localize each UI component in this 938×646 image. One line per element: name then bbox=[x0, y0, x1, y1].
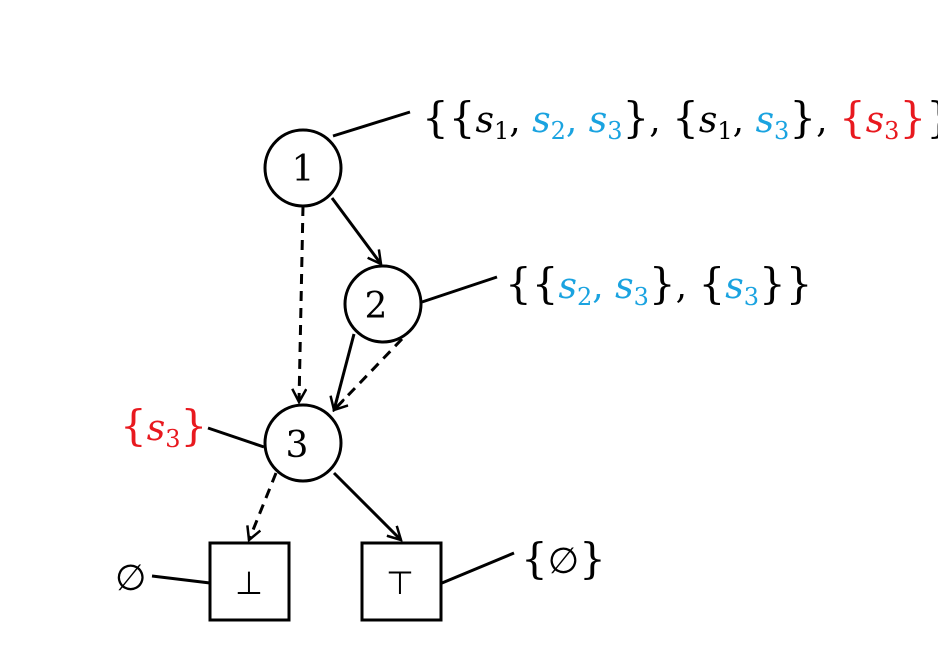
annotation-n2-token: } bbox=[759, 259, 786, 308]
annotation-n1-token: , bbox=[816, 100, 839, 141]
annotation-n2-token: s bbox=[615, 266, 633, 307]
annotation-bottom-token: ∅ bbox=[115, 558, 146, 599]
node-3-label: 3 bbox=[286, 425, 309, 466]
annotation-n1-token: } bbox=[789, 93, 816, 142]
annotation-node-3: {s3} bbox=[120, 401, 207, 453]
annotation-n2-token: } bbox=[649, 259, 676, 308]
terminal-top: ⊤ bbox=[360, 541, 443, 622]
node-3: 3 bbox=[263, 403, 343, 483]
annotation-top-token: ∅ bbox=[548, 541, 579, 582]
annotation-n2-token: , bbox=[676, 266, 699, 307]
annotation-n1-token: , bbox=[566, 100, 589, 141]
annotation-n1-token: 1 bbox=[494, 117, 509, 145]
annotation-n2-token: 2 bbox=[577, 283, 592, 311]
annotation-n1-token: } bbox=[899, 93, 926, 142]
edge-1-to-3-low bbox=[299, 205, 303, 402]
annotation-n3-token: { bbox=[120, 401, 147, 450]
annotation-n1-token: 1 bbox=[717, 117, 732, 145]
node-2: 2 bbox=[343, 264, 423, 344]
annotation-bottom: ∅ bbox=[115, 558, 146, 599]
annotation-n2-token: { bbox=[505, 259, 532, 308]
annotation-n2-token: , bbox=[592, 266, 615, 307]
annotation-n1-token: { bbox=[839, 93, 866, 142]
annotation-n1-token: , bbox=[733, 100, 756, 141]
annotation-top-token: { bbox=[521, 534, 548, 583]
leader-top bbox=[441, 551, 515, 585]
annotation-n3-token: s bbox=[147, 408, 165, 449]
leader-node-3 bbox=[207, 426, 265, 449]
annotation-n1-token: s bbox=[532, 100, 550, 141]
annotation-n3-token: 3 bbox=[165, 425, 180, 453]
annotation-n1-token: , bbox=[509, 100, 532, 141]
annotation-n2-token: { bbox=[699, 259, 726, 308]
annotation-n1-token: s bbox=[589, 100, 607, 141]
edge-3-to-bottom-low bbox=[249, 472, 278, 540]
annotation-n1-token: s bbox=[866, 100, 884, 141]
leader-node-1 bbox=[332, 110, 411, 138]
node-2-label: 2 bbox=[365, 286, 388, 327]
annotation-n1-token: { bbox=[672, 93, 699, 142]
annotation-node-1: {{s1, s2, s3}, {s1, s3}, {s3}} bbox=[422, 93, 938, 145]
annotation-top-token: } bbox=[579, 534, 606, 583]
leader-node-2 bbox=[421, 275, 498, 304]
annotation-n1-token: s bbox=[475, 100, 493, 141]
annotation-top: {∅} bbox=[521, 534, 606, 583]
annotation-n2-token: 3 bbox=[744, 283, 759, 311]
annotation-n1-token: , bbox=[649, 100, 672, 141]
annotation-n2-token: { bbox=[532, 259, 559, 308]
annotation-n1-token: } bbox=[926, 93, 938, 142]
node-1-label: 1 bbox=[292, 149, 315, 190]
annotation-n1-token: 2 bbox=[551, 117, 566, 145]
terminal-bottom: ⊥ bbox=[208, 541, 291, 622]
edge-1-to-2-high bbox=[330, 197, 381, 264]
annotation-n1-token: 3 bbox=[607, 117, 622, 145]
terminal-bottom-label: ⊥ bbox=[235, 564, 263, 602]
node-1: 1 bbox=[263, 128, 343, 208]
edge-2-to-3-high bbox=[334, 333, 356, 410]
annotation-node-2: {{s2, s3}, {s3}} bbox=[505, 259, 812, 311]
annotation-n1-token: { bbox=[449, 93, 476, 142]
annotation-n3-token: } bbox=[181, 401, 208, 450]
annotation-n1-token: s bbox=[756, 100, 774, 141]
leader-bottom bbox=[151, 574, 211, 585]
annotation-n1-token: } bbox=[623, 93, 650, 142]
annotation-n1-token: s bbox=[699, 100, 717, 141]
annotation-n1-token: 3 bbox=[884, 117, 899, 145]
annotation-n2-token: s bbox=[725, 266, 743, 307]
annotation-n1-token: 3 bbox=[774, 117, 789, 145]
annotation-n2-token: } bbox=[786, 259, 813, 308]
annotation-n2-token: 3 bbox=[634, 283, 649, 311]
edge-3-to-top-high bbox=[332, 471, 401, 540]
terminal-top-label: ⊤ bbox=[386, 564, 414, 602]
annotation-n1-token: { bbox=[422, 93, 449, 142]
annotation-n2-token: s bbox=[558, 266, 576, 307]
